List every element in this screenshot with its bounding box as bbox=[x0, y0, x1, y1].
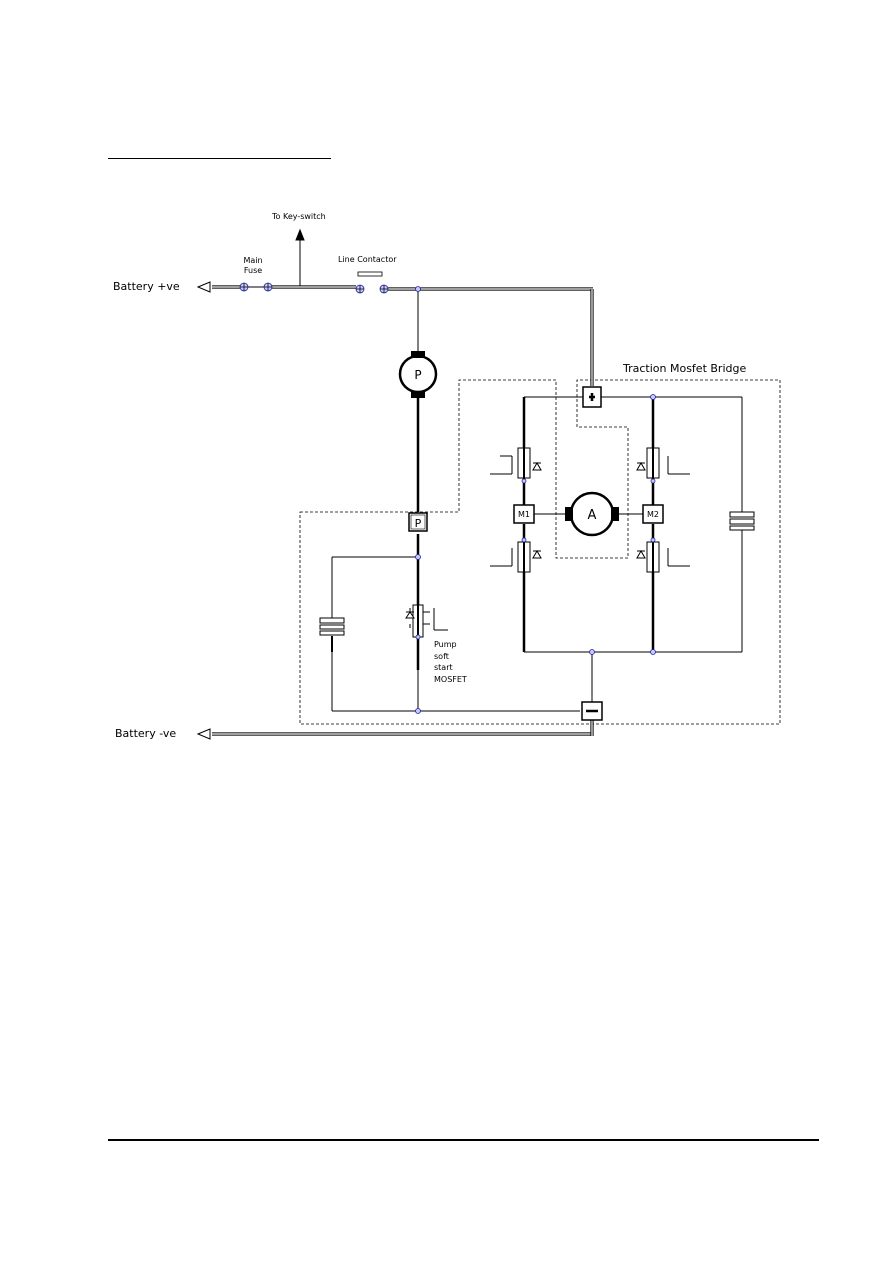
battery-positive-bus bbox=[196, 281, 594, 386]
battery-negative-label: Battery -ve bbox=[115, 727, 176, 740]
negative-terminal bbox=[581, 701, 603, 721]
softstart-label-4: MOSFET bbox=[434, 675, 467, 684]
main-fuse-label-2: Fuse bbox=[244, 266, 262, 275]
positive-terminal bbox=[582, 386, 602, 408]
softstart-label-2: soft bbox=[434, 652, 449, 661]
traction-motor bbox=[565, 491, 619, 537]
main-fuse-label-1: Main bbox=[243, 256, 262, 265]
m2-terminal-box bbox=[642, 504, 664, 524]
pump-capacitor bbox=[319, 617, 345, 636]
mosfet-right-high bbox=[636, 447, 690, 479]
battery-positive-label: Battery +ve bbox=[113, 280, 180, 293]
m1-terminal-box bbox=[513, 504, 535, 524]
line-contactor-label: Line Contactor bbox=[338, 255, 397, 264]
softstart-label-3: start bbox=[434, 663, 453, 672]
traction-capacitor bbox=[729, 511, 755, 531]
mosfet-right-low bbox=[636, 541, 690, 573]
mosfet-left-high bbox=[490, 447, 542, 479]
pump-terminal-box bbox=[408, 512, 428, 532]
key-switch-label: To Key-switch bbox=[271, 212, 326, 221]
pump-controller-outline bbox=[299, 379, 781, 725]
battery-negative-bus bbox=[196, 720, 594, 740]
mosfet-left-low bbox=[490, 541, 542, 573]
m2-label: M2 bbox=[647, 510, 659, 519]
terminal-crosses bbox=[240, 283, 388, 293]
pump-capacitor-branch bbox=[331, 556, 580, 712]
top-rule bbox=[108, 158, 331, 159]
key-switch-lead bbox=[276, 228, 305, 288]
traction-mosfets bbox=[490, 447, 690, 573]
traction-bridge-wiring bbox=[522, 396, 743, 702]
pump-motor-label: P bbox=[414, 368, 421, 382]
traction-motor-label: A bbox=[588, 508, 597, 523]
softstart-label-1: Pump bbox=[434, 640, 457, 649]
footer-rule bbox=[108, 1139, 819, 1141]
traction-bridge-label: Traction Mosfet Bridge bbox=[622, 362, 746, 375]
pump-terminal-label: P bbox=[415, 517, 422, 530]
junction-nodes bbox=[415, 286, 656, 714]
m1-label: M1 bbox=[518, 510, 530, 519]
pump-softstart-mosfet bbox=[405, 604, 448, 638]
pump-motor bbox=[398, 351, 438, 398]
line-contactor-symbol bbox=[357, 271, 383, 277]
